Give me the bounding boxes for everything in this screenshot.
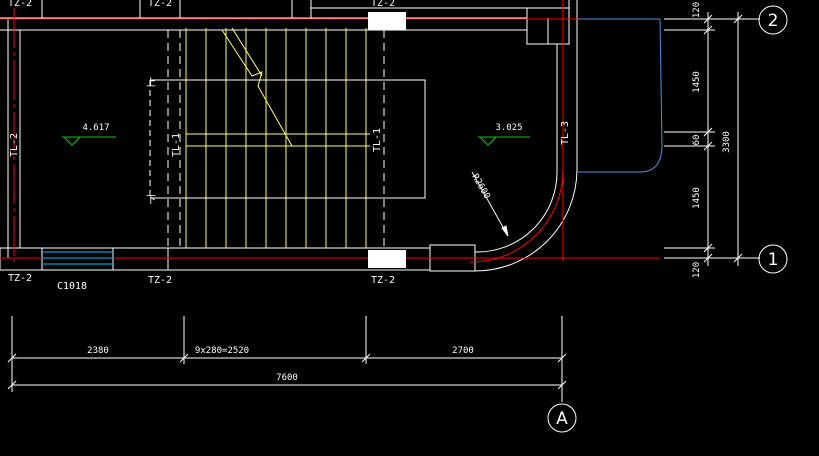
label-tz2-bottom-mid: TZ-2: [148, 275, 172, 286]
axis-bubble-leaders: [738, 18, 758, 259]
label-tl1-left: TL-1: [171, 133, 182, 157]
dim-right-total: 3300: [722, 131, 732, 153]
label-tl1-right: TL-1: [372, 128, 383, 152]
axis-bubble-a: A: [547, 403, 577, 433]
label-radius: R2600: [469, 173, 491, 201]
label-tz2-top-right: TZ-2: [371, 0, 395, 9]
label-tz2-top-mid: TZ-2: [148, 0, 172, 9]
dim-bottom-seg3: 2700: [452, 346, 474, 356]
balcony-outline: [577, 18, 663, 173]
dim-right-120-top: 120: [692, 2, 702, 18]
svg-text:A: A: [556, 409, 568, 429]
radius-leader: [471, 171, 509, 237]
elevation-marker-left: [62, 136, 116, 146]
dim-right-60: 60: [692, 135, 702, 146]
dim-right-1450-top: 1450: [692, 71, 702, 93]
stair-treads: [185, 28, 370, 248]
dim-bottom-seg1: 2380: [87, 346, 109, 356]
svg-text:2: 2: [768, 11, 779, 31]
label-tz2-top-left: TZ-2: [8, 0, 32, 9]
svg-text:1: 1: [768, 250, 779, 270]
label-window-c1018: C1018: [57, 281, 87, 292]
walls: [0, 0, 578, 272]
label-stair-up: 上: [146, 77, 156, 89]
dashed-beams: [167, 30, 385, 248]
component-labels: TZ-2 TZ-2 TZ-2 TZ-2 TZ-2 TZ-2 C1018 TL-2…: [8, 0, 571, 292]
axis-lines: [0, 0, 660, 263]
stair-break-line: [221, 27, 293, 147]
dim-bottom-total: 7600: [276, 373, 298, 383]
label-tl3: TL-3: [560, 121, 571, 145]
label-tz2-bottom-left: TZ-2: [8, 273, 32, 284]
dim-right-120-bottom: 120: [692, 262, 702, 278]
stair-arrows: [149, 79, 426, 199]
axis-bubble-1: 1: [758, 244, 788, 274]
dim-bottom-seg2: 9x280=2520: [195, 346, 249, 356]
bottom-dimensions: [7, 316, 567, 402]
right-dimensions: [664, 12, 760, 266]
window-c1018: [42, 251, 113, 265]
dim-right-1450-bottom: 1450: [692, 187, 702, 209]
axis-bubble-2: 2: [758, 5, 788, 35]
dimension-texts: 2380 9x280=2520 2700 7600 120 1450 60 14…: [87, 2, 732, 383]
elevation-right: 3.025: [495, 123, 522, 133]
elevation-left: 4.617: [82, 123, 109, 133]
structural-columns: [368, 12, 406, 268]
label-stair-down: 下: [146, 195, 156, 206]
label-tz2-bottom-right: TZ-2: [371, 275, 395, 286]
elevation-marker-right: [478, 136, 530, 146]
label-tl2: TL-2: [9, 133, 20, 157]
